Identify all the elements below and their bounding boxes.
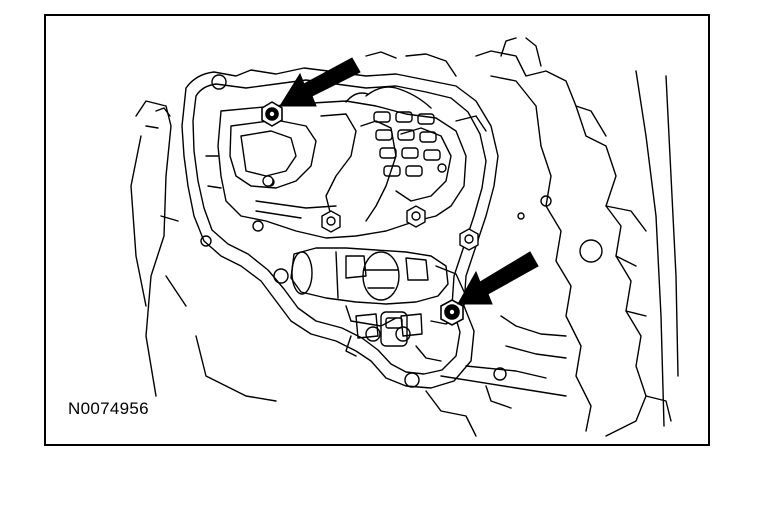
middle-bolt-1 [321, 210, 341, 233]
transmission-case [365, 37, 679, 437]
bolts [261, 101, 479, 326]
lower-bolt-arrow [457, 251, 539, 305]
upper-left-bolt [261, 101, 283, 127]
figure-id-label: N0074956 [68, 399, 149, 418]
callout-arrows [279, 57, 539, 305]
upper-bolt-arrow [279, 57, 361, 107]
valve-body-line-drawing [130, 37, 679, 437]
lower-right-bolt [440, 299, 464, 326]
middle-bolt-2 [406, 205, 426, 228]
small-bolt [262, 175, 274, 187]
valve-body [205, 86, 487, 239]
figure-frame: N0074956 [44, 14, 710, 446]
right-bolt [459, 228, 479, 251]
solenoid-body [290, 247, 467, 362]
transmission-case-left [130, 100, 277, 402]
lower-structure [425, 315, 567, 437]
valve-body-gasket [181, 67, 499, 389]
